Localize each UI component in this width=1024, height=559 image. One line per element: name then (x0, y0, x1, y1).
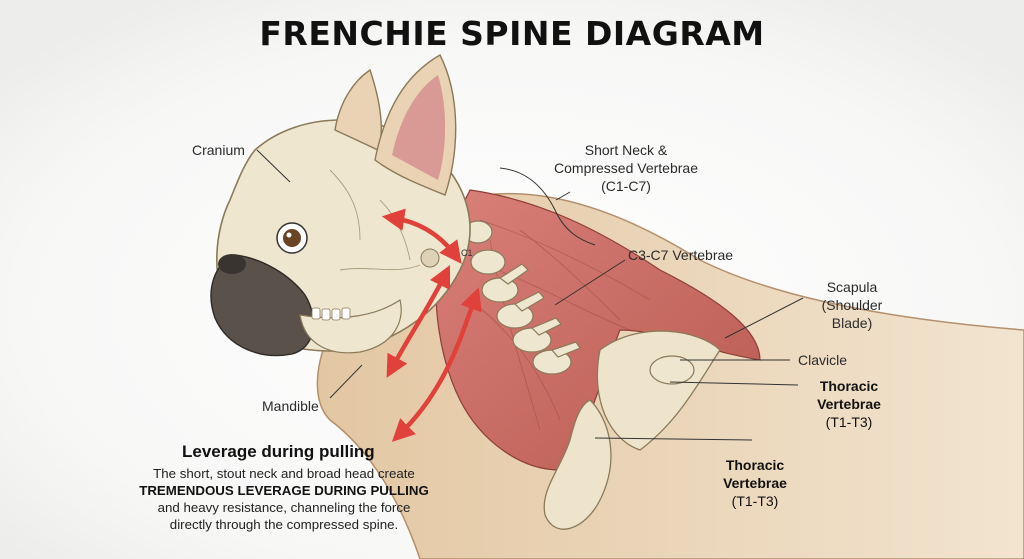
leverage-line2: TREMENDOUS LEVERAGE DURING PULLING (139, 483, 429, 498)
label-c3-c7: C3-C7 Vertebrae (628, 247, 734, 263)
leader-lines (256, 149, 804, 441)
leverage-line1: The short, stout neck and broad head cre… (153, 466, 415, 481)
label-thoracic-right-line2: Vertebrae (817, 396, 881, 412)
label-clavicle: Clavicle (798, 352, 848, 368)
leverage-line3: and heavy resistance, channeling the for… (157, 500, 411, 515)
leverage-heading: Leverage during pulling (182, 442, 375, 461)
label-short-neck-line3: (C1-C7) (601, 178, 651, 194)
label-thoracic-bottom-line3: (T1-T3) (731, 493, 779, 509)
label-thoracic-bottom: Thoracic Vertebrae (T1-T3) (712, 456, 798, 510)
leverage-line4: directly through the compressed spine. (169, 517, 399, 532)
label-short-neck: Short Neck & Compressed Vertebrae (C1-C7… (545, 141, 707, 195)
label-thoracic-bottom-line2: Vertebrae (723, 475, 787, 491)
label-c1: C1 (461, 248, 473, 258)
label-thoracic-right-line1: Thoracic (819, 378, 879, 394)
label-thoracic-bottom-line1: Thoracic (725, 457, 785, 473)
leverage-description: The short, stout neck and broad head cre… (118, 465, 450, 533)
nose (218, 254, 246, 274)
label-short-neck-line2: Compressed Vertebrae (554, 160, 698, 176)
muzzle (210, 254, 315, 357)
label-scapula: Scapula (Shoulder Blade) (812, 278, 892, 332)
label-thoracic-right: Thoracic Vertebrae (T1-T3) (806, 377, 892, 431)
humerus (543, 399, 612, 530)
force-arrows (381, 208, 482, 442)
label-mandible: Mandible (262, 398, 319, 414)
label-thoracic-right-line3: (T1-T3) (825, 414, 873, 430)
cervical-vertebrae (463, 220, 581, 375)
label-short-neck-line1: Short Neck & (584, 142, 668, 158)
page-title: FRENCHIE SPINE DIAGRAM (259, 14, 765, 53)
label-cranium: Cranium (192, 142, 245, 158)
label-scapula-line3: Blade) (831, 315, 873, 331)
clavicle-bone (649, 355, 695, 385)
label-scapula-line2: (Shoulder (821, 297, 883, 313)
label-scapula-line1: Scapula (826, 279, 878, 295)
